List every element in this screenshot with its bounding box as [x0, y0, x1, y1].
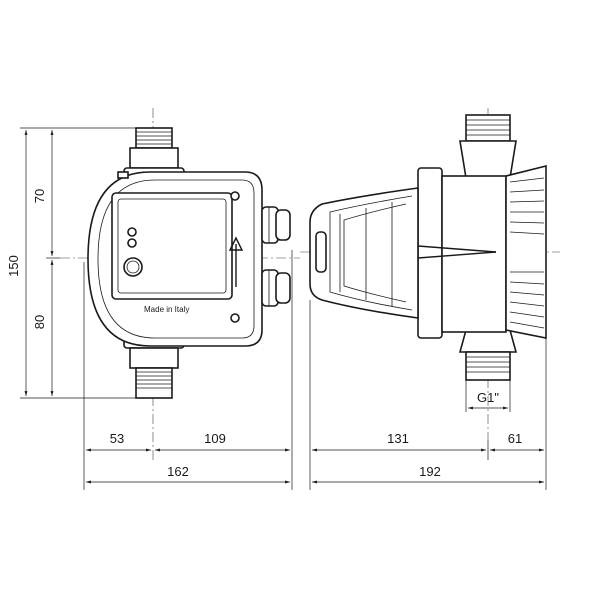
cable-glands: [261, 206, 291, 307]
dimension-lines: [20, 127, 547, 490]
front-housing: Made in Italy: [87, 171, 263, 347]
dim-162: 162: [167, 464, 189, 479]
dim-70: 70: [32, 189, 47, 203]
side-top-connector: [459, 114, 517, 179]
dim-80: 80: [32, 315, 47, 329]
dim-53: 53: [110, 431, 124, 446]
side-cover: [309, 187, 497, 319]
side-view: [300, 108, 560, 440]
top-connector: [123, 127, 185, 179]
dim-150: 150: [6, 255, 21, 277]
dim-61: 61: [508, 431, 522, 446]
dim-thread: G1": [477, 390, 499, 405]
side-bottom-connector: [458, 329, 518, 381]
bottom-connector: [123, 337, 185, 399]
side-body: [417, 164, 547, 339]
made-in-label: Made in Italy: [144, 305, 189, 314]
dimension-labels: 150 70 80 53 109 162 131 61 192 G1": [6, 189, 522, 479]
dim-131: 131: [387, 431, 409, 446]
front-view: Made in Italy: [60, 108, 300, 460]
dim-192: 192: [419, 464, 441, 479]
dim-109: 109: [204, 431, 226, 446]
